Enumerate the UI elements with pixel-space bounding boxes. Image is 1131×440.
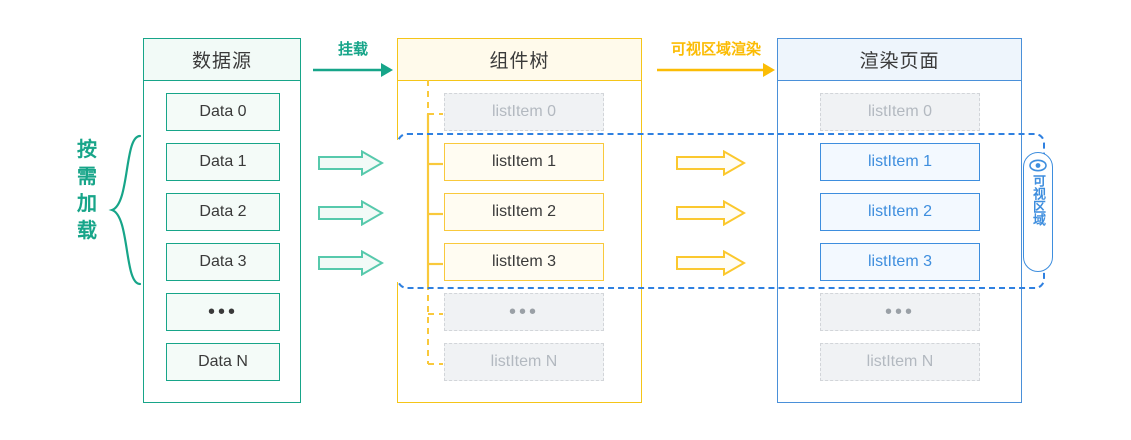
list-item-ellipsis: ••• [820, 293, 980, 331]
block-arrow-green [318, 200, 384, 226]
viewport-badge: 可视区域 [1023, 152, 1053, 272]
list-item[interactable]: listItem 3 [820, 243, 980, 281]
tree-connector-lines [426, 80, 443, 365]
column-header-component-tree: 组件树 [398, 39, 641, 81]
list-item[interactable]: listItem 1 [820, 143, 980, 181]
on-demand-char-3: 载 [77, 220, 97, 242]
flow-viewport-render: 可视区域渲染 [655, 41, 777, 81]
list-item[interactable]: Data N [166, 343, 280, 381]
list-item-muted: listItem 0 [820, 93, 980, 131]
list-item[interactable]: Data 3 [166, 243, 280, 281]
list-item-ellipsis: ••• [444, 293, 604, 331]
arrow-right-icon [313, 63, 393, 77]
column-header-data-source: 数据源 [144, 39, 300, 81]
list-item-ellipsis: ••• [166, 293, 280, 331]
list-item-muted: listItem N [444, 343, 604, 381]
arrow-right-icon [657, 63, 775, 77]
flow-mount-label: 挂载 [337, 41, 368, 58]
column-body-data-source: Data 0 Data 1 Data 2 Data 3 ••• Data N [144, 81, 300, 402]
on-demand-load-label: 按 需 加 载 [74, 137, 100, 245]
block-arrow-green [318, 250, 384, 276]
column-header-render-page: 渲染页面 [778, 39, 1021, 81]
column-render-page: 渲染页面 listItem 0 listItem 1 listItem 2 li… [777, 38, 1022, 403]
block-arrow-yellow [676, 250, 746, 276]
list-item[interactable]: listItem 1 [444, 143, 604, 181]
list-item[interactable]: listItem 2 [444, 193, 604, 231]
list-item[interactable]: Data 0 [166, 93, 280, 131]
viewport-badge-label: 可视区域 [1031, 174, 1046, 226]
block-arrow-yellow [676, 200, 746, 226]
viewport-box-left-open-mask [395, 140, 401, 282]
list-item[interactable]: Data 1 [166, 143, 280, 181]
list-item[interactable]: Data 2 [166, 193, 280, 231]
block-arrow-green [318, 150, 384, 176]
column-body-component-tree: listItem 0 listItem 1 listItem 2 listIte… [398, 81, 641, 402]
flow-viewport-render-label: 可视区域渲染 [670, 41, 761, 58]
list-item-muted: listItem 0 [444, 93, 604, 131]
eye-icon [1029, 159, 1047, 172]
block-arrow-yellow [676, 150, 746, 176]
on-demand-char-2: 加 [77, 193, 97, 215]
flow-mount: 挂载 [311, 41, 395, 81]
list-item[interactable]: listItem 2 [820, 193, 980, 231]
list-item-muted: listItem N [820, 343, 980, 381]
on-demand-char-1: 需 [77, 166, 97, 188]
list-item[interactable]: listItem 3 [444, 243, 604, 281]
on-demand-char-0: 按 [77, 139, 97, 161]
column-body-render-page: listItem 0 listItem 1 listItem 2 listIte… [778, 81, 1021, 402]
curly-brace-icon [108, 134, 142, 286]
column-data-source: 数据源 Data 0 Data 1 Data 2 Data 3 ••• Data… [143, 38, 301, 403]
